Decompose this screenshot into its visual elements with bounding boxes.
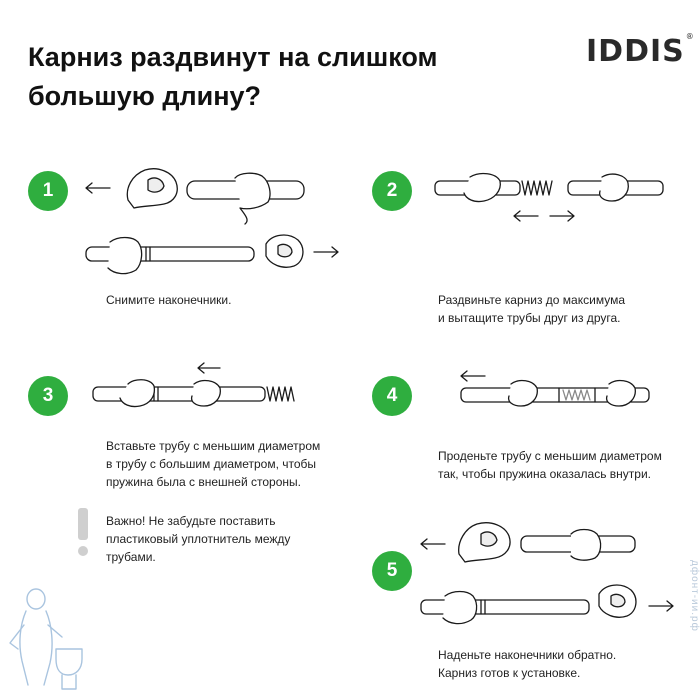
step-5-number-badge: 5: [372, 551, 412, 591]
page-title: Карниз раздвинут на слишком большую длин…: [28, 38, 548, 116]
step-2-text-line-1: Раздвиньте карниз до максимума: [438, 293, 625, 307]
brand-logo: IDDIS ®: [586, 32, 694, 69]
step-5-text-line-1: Наденьте наконечники обратно.: [438, 648, 617, 662]
step-3-arrow-left-icon: [197, 362, 221, 374]
step-2-illustration: [434, 172, 664, 222]
logo-text: IDDIS: [586, 34, 685, 69]
step-1-arrow-right-icon: [313, 246, 339, 258]
step-5-arrow-right-icon: [648, 600, 674, 612]
step-4-spring-inside: [562, 389, 591, 401]
step-1-arrow-left-icon: [85, 182, 111, 194]
step-3-number-badge: 3: [28, 376, 68, 416]
step-3-text-line-3: пружина была с внешней стороны.: [106, 475, 301, 489]
step-4-number-badge: 4: [372, 376, 412, 416]
warning-text-line-2: пластиковый уплотнитель между: [106, 532, 291, 546]
step-3-text: Вставьте трубу с меньшим диаметром в тру…: [106, 437, 320, 491]
step-3-number: 3: [42, 385, 54, 406]
title-line-1: Карниз раздвинут на слишком: [28, 42, 438, 72]
step-1-illustration: [85, 168, 339, 275]
step-2-text-line-2: и вытащите трубы друг из друга.: [438, 311, 621, 325]
logo-registered-mark: ®: [685, 32, 695, 41]
warning-text: Важно! Не забудьте поставить пластиковый…: [106, 512, 290, 566]
step-5-arrow-left-icon: [420, 538, 446, 550]
step-2-arrow-right-icon: [549, 210, 575, 222]
step-1-number-badge: 1: [28, 171, 68, 211]
step-5-text-line-2: Карниз готов к установке.: [438, 666, 581, 680]
watermark-text: дфонт-ии.рф: [689, 560, 700, 632]
step-2-number: 2: [386, 180, 398, 201]
step-2-number-badge: 2: [372, 171, 412, 211]
warning-text-line-1: Важно! Не забудьте поставить: [106, 514, 276, 528]
step-3-tube: [92, 386, 266, 402]
step-1-number: 1: [42, 180, 54, 201]
step-3-illustration: [92, 362, 295, 408]
title-line-2: большую длину?: [28, 81, 262, 111]
step-4-text-line-2: так, чтобы пружина оказалась внутри.: [438, 467, 651, 481]
warning-text-line-3: трубами.: [106, 550, 156, 564]
step-2-arrow-left-icon: [513, 210, 539, 222]
step-3-text-line-2: в трубу с большим диаметром, чтобы: [106, 457, 317, 471]
step-3-text-line-1: Вставьте трубу с меньшим диаметром: [106, 439, 321, 453]
plumber-mascot-icon: [9, 588, 83, 690]
step-2-spring: [521, 180, 553, 196]
step-1-text-line-1: Снимите наконечники.: [106, 293, 232, 307]
step-1-text: Снимите наконечники.: [106, 291, 231, 309]
step-5-number: 5: [386, 560, 398, 581]
step-4-illustration: [460, 370, 650, 407]
step-4-text: Проденьте трубу с меньшим диаметром так,…: [438, 447, 662, 483]
step-4-arrow-left-icon: [460, 370, 486, 382]
step-5-illustration: [420, 522, 674, 625]
step-4-number: 4: [386, 385, 398, 406]
step-4-text-line-1: Проденьте трубу с меньшим диаметром: [438, 449, 662, 463]
step-3-spring: [266, 386, 295, 402]
step-2-text: Раздвиньте карниз до максимума и вытащит…: [438, 291, 625, 327]
step-5-text: Наденьте наконечники обратно. Карниз гот…: [438, 646, 616, 682]
warning-exclamation-icon: [78, 508, 88, 556]
